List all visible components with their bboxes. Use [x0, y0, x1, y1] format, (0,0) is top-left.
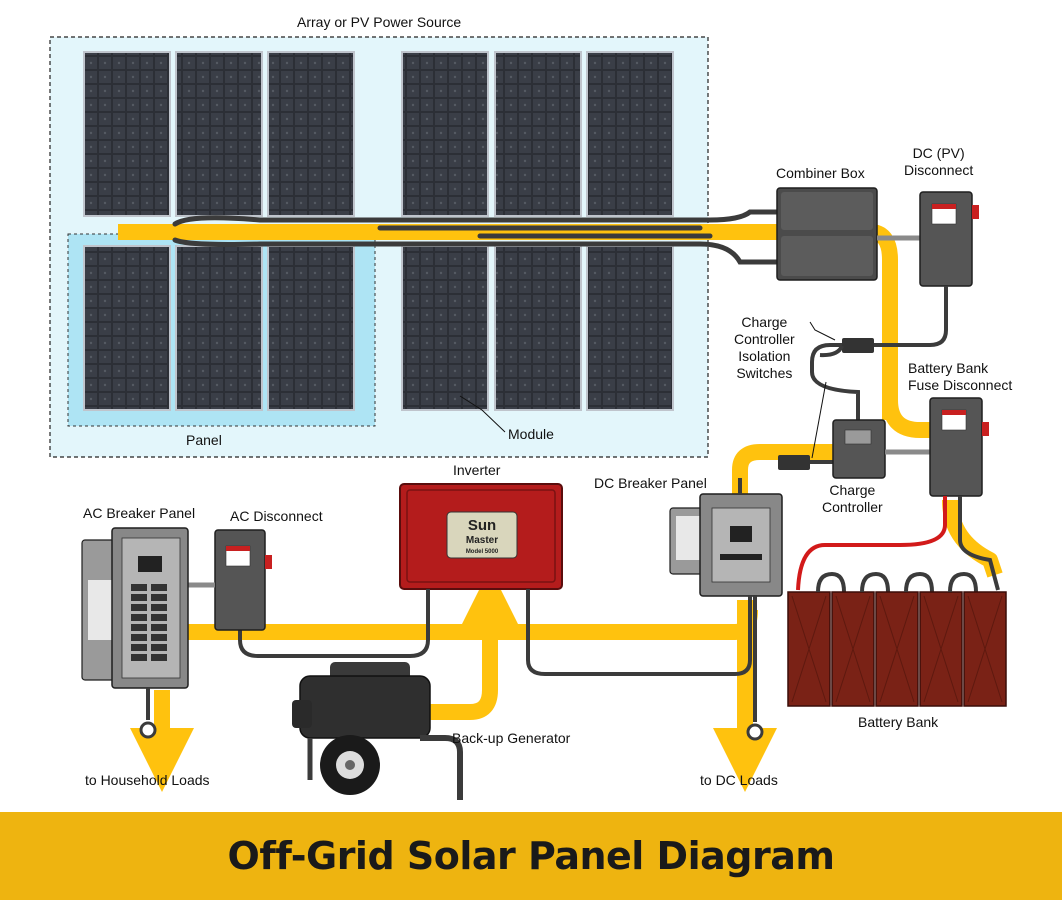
ac-breaker-switch [151, 624, 167, 631]
label-dc-breaker-panel: DC Breaker Panel [594, 475, 707, 491]
label-combiner-box: Combiner Box [776, 165, 865, 181]
solar-module-4 [401, 51, 489, 217]
inverter-badge-line3: Model 5000 [466, 549, 499, 555]
label-ac-disconnect: AC Disconnect [230, 508, 323, 524]
battery-wiring [796, 496, 1000, 591]
ac-breaker-switch [151, 634, 167, 641]
label-charge-controller: Charge Controller [822, 482, 883, 515]
ac-breaker-switch [131, 604, 147, 611]
battery-jumper [816, 571, 846, 593]
diagram-title: Off-Grid Solar Panel Diagram [227, 834, 835, 878]
label-ac-breaker-panel: AC Breaker Panel [83, 505, 196, 521]
battery-bank-unit [787, 571, 1007, 707]
ac-breaker-switch [131, 594, 147, 601]
inverter-badge-line2: Master [466, 535, 498, 546]
label-inverter: Inverter [453, 462, 501, 478]
ac-breaker-panel-box [81, 527, 189, 739]
isolation-switch-lower [778, 371, 861, 470]
ac-breaker-switch [131, 624, 147, 631]
battery-jumper [904, 571, 934, 593]
array-wiring [172, 209, 788, 265]
ac-breaker-switch [151, 644, 167, 651]
ac-breaker-switch [151, 614, 167, 621]
solar-module-7 [83, 245, 171, 411]
title-banner: Off-Grid Solar Panel Diagram [0, 812, 1062, 900]
ac-breaker-switch [131, 644, 147, 651]
label-to-dc-loads: to DC Loads [700, 772, 778, 788]
inverter-unit: Sun Master Model 5000 [238, 483, 752, 676]
ac-breaker-switch [131, 584, 147, 591]
solar-module-12 [586, 245, 674, 411]
backup-generator-unit [292, 662, 463, 800]
solar-module-2 [175, 51, 263, 217]
ac-disconnect-box [186, 529, 272, 631]
label-panel: Panel [186, 432, 222, 448]
battery-cell [831, 591, 875, 707]
solar-module-5 [494, 51, 582, 217]
ac-breaker-switch [131, 634, 147, 641]
battery-cell [787, 591, 831, 707]
battery-jumper [948, 571, 978, 593]
solar-modules [83, 51, 674, 411]
label-to-household-loads: to Household Loads [85, 772, 210, 788]
label-backup-generator: Back-up Generator [452, 730, 571, 746]
battery-cell [875, 591, 919, 707]
label-battery-bank-fuse: Battery Bank Fuse Disconnect [908, 360, 1013, 393]
battery-fuse-disconnect-box [929, 397, 989, 497]
isolation-switch-upper [809, 321, 880, 372]
label-array: Array or PV Power Source [297, 14, 462, 30]
diagram-stage: Sun Master Model 5000 [49, 14, 1013, 800]
battery-jumper [860, 571, 890, 593]
solar-module-9 [267, 245, 355, 411]
ac-breaker-switch [151, 594, 167, 601]
dc-breaker-panel-box [669, 478, 783, 597]
ac-breaker-switch [151, 584, 167, 591]
battery-cell [919, 591, 963, 707]
combiner-box [776, 187, 878, 281]
dc-loads-terminal [746, 596, 764, 741]
solar-module-8 [175, 245, 263, 411]
ac-breaker-switch [151, 654, 167, 661]
dc-pv-disconnect-box [880, 191, 979, 347]
label-charge-controller-isolation: Charge Controller Isolation Switches [734, 314, 795, 381]
ac-breaker-switch [131, 614, 147, 621]
solar-module-3 [267, 51, 355, 217]
solar-module-1 [83, 51, 171, 217]
ac-breaker-switch [131, 654, 147, 661]
battery-cell [963, 591, 1007, 707]
solar-diagram-canvas: Sun Master Model 5000 [49, 36, 1007, 800]
label-module: Module [508, 426, 554, 442]
solar-module-11 [494, 245, 582, 411]
label-dc-pv-disconnect: DC (PV) Disconnect [904, 145, 974, 178]
solar-module-10 [401, 245, 489, 411]
solar-module-6 [586, 51, 674, 217]
label-battery-bank: Battery Bank [858, 714, 939, 730]
leader-lines [459, 395, 506, 433]
charge-controller-box [832, 419, 933, 479]
ac-breaker-switch [151, 604, 167, 611]
inverter-badge-line1: Sun [468, 517, 496, 534]
